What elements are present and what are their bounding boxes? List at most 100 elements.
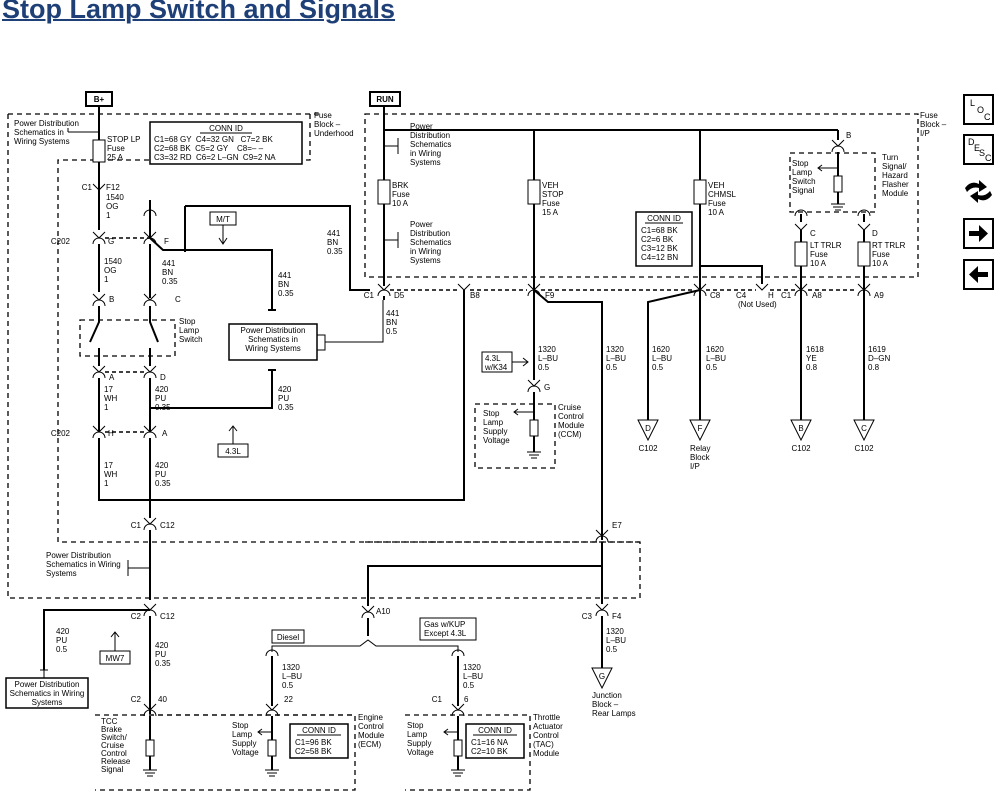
- svg-text:F: F: [698, 424, 703, 433]
- svg-text:C2: C2: [131, 695, 142, 704]
- svg-text:H: H: [108, 429, 114, 438]
- svg-text:B: B: [846, 131, 851, 140]
- svg-text:MW7: MW7: [106, 654, 125, 663]
- svg-text:C1: C1: [82, 183, 93, 192]
- svg-text:Diesel: Diesel: [277, 633, 299, 642]
- prev-button[interactable]: [963, 259, 994, 290]
- svg-text:G: G: [599, 672, 605, 681]
- svg-text:C2=6 BK: C2=6 BK: [641, 235, 674, 244]
- pds-label-1: Power Distribution Schematics in Wiring …: [14, 119, 81, 146]
- svg-text:C1: C1: [131, 521, 142, 530]
- svg-text:A: A: [162, 429, 168, 438]
- svg-text:C3: C3: [582, 612, 593, 621]
- svg-text:C8: C8: [710, 291, 721, 300]
- svg-text:C1: C1: [364, 291, 375, 300]
- conn-id-underhood: CONN ID C1=68 GY C4=32 GN C7=2 BK C2=68 …: [149, 121, 303, 165]
- svg-text:C1=16 NA: C1=16 NA: [471, 738, 509, 747]
- svg-text:C202: C202: [51, 237, 71, 246]
- svg-text:F9: F9: [545, 291, 555, 300]
- svg-text:C12: C12: [160, 612, 175, 621]
- desc-button[interactable]: D E S C: [963, 134, 994, 165]
- swap-button[interactable]: [963, 176, 994, 207]
- svg-text:C1=68 GY C4=32 GN C7=2 BK: C1=68 GY C4=32 GN C7=2 BK: [154, 135, 273, 144]
- svg-text:C4: C4: [736, 291, 747, 300]
- svg-text:40: 40: [158, 695, 167, 704]
- svg-text:A: A: [109, 373, 115, 382]
- svg-text:F4: F4: [612, 612, 622, 621]
- svg-text:A10: A10: [376, 607, 391, 616]
- svg-text:C102: C102: [638, 444, 658, 453]
- svg-text:6: 6: [464, 695, 469, 704]
- svg-text:C2=68 BK C5=2 GY C8=– –: C2=68 BK C5=2 GY C8=– –: [154, 144, 264, 153]
- svg-text:F12: F12: [106, 183, 120, 192]
- svg-text:B: B: [109, 295, 114, 304]
- dashed-boundaries: [7, 113, 919, 791]
- bplus-tag: B+: [85, 91, 113, 114]
- svg-text:C1: C1: [781, 291, 792, 300]
- svg-text:RUN: RUN: [376, 95, 394, 104]
- svg-text:C: C: [175, 295, 181, 304]
- loc-button[interactable]: L O C: [963, 94, 994, 125]
- arrow-right-icon: [969, 225, 988, 242]
- fuse-stop-lp-label: STOP LP Fuse 25 A: [107, 135, 143, 162]
- svg-text:B: B: [798, 424, 803, 433]
- svg-text:B8: B8: [470, 291, 480, 300]
- svg-text:22: 22: [284, 695, 293, 704]
- page-title: Stop Lamp Switch and Signals: [2, 0, 396, 24]
- svg-text:C2: C2: [131, 612, 142, 621]
- svg-text:H: H: [768, 291, 774, 300]
- svg-text:C4=12 BN: C4=12 BN: [641, 253, 678, 262]
- svg-text:C202: C202: [51, 429, 71, 438]
- svg-text:CONN ID: CONN ID: [209, 124, 243, 133]
- svg-text:CONN ID: CONN ID: [647, 214, 681, 223]
- next-button[interactable]: [963, 218, 994, 249]
- ground-g-icon: G: [591, 667, 613, 690]
- run-tag: RUN: [369, 91, 401, 116]
- svg-text:F: F: [164, 237, 169, 246]
- svg-text:C2=10 BK: C2=10 BK: [471, 747, 508, 756]
- svg-text:B+: B+: [94, 95, 105, 104]
- svg-text:CONN ID: CONN ID: [302, 726, 336, 735]
